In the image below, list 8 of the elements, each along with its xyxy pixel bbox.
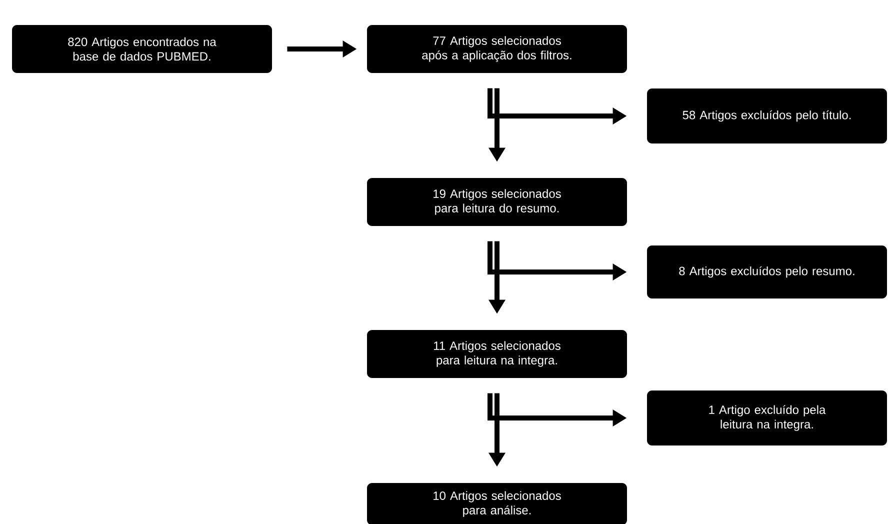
process-box: 820 Artigos encontrados na base de dados PUBMED. [12, 25, 272, 73]
process-box: 77 Artigos selecionados após a aplicação dos filtros. [367, 25, 627, 73]
process-box: 10 Artigos selecionados para análise. [367, 483, 627, 524]
process-box: 19 Artigos selecionados para leitura do resumo. [367, 178, 627, 226]
process-box: 1 Artigo excluído pela leitura na integra. [647, 390, 887, 446]
process-box: 8 Artigos excluídos pelo resumo. [647, 246, 887, 298]
process-box: 11 Artigos selecionados para leitura na integra. [367, 330, 627, 378]
process-box: 58 Artigos excluídos pelo título. [647, 88, 887, 144]
